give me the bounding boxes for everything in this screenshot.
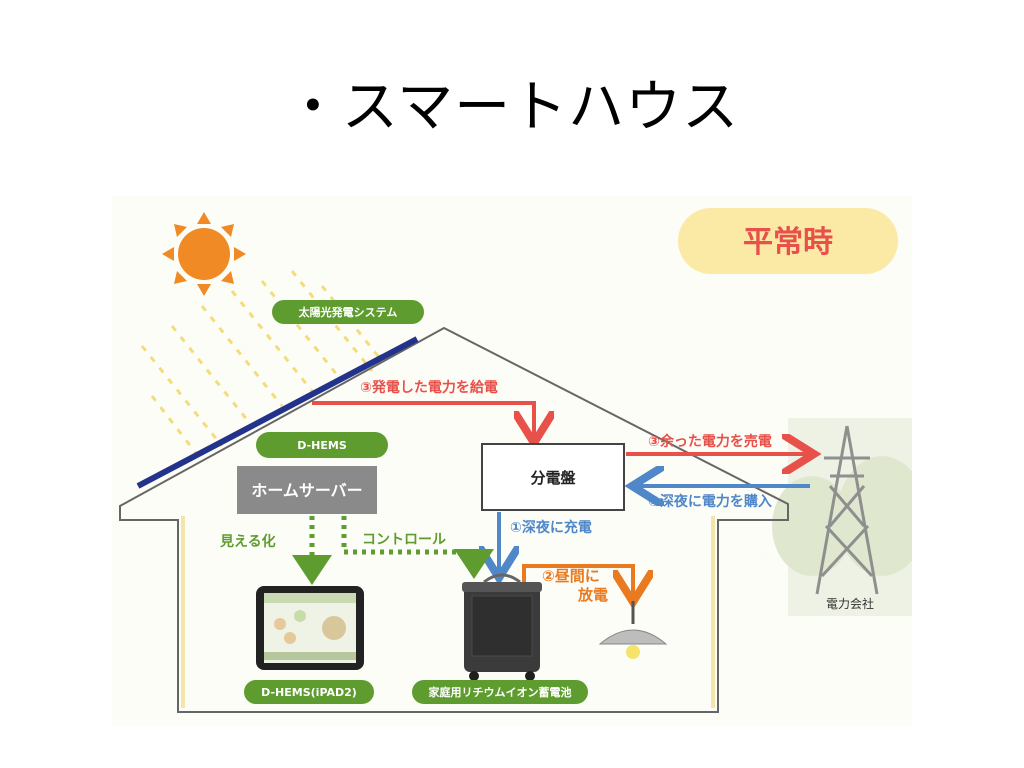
discharge-arrow	[522, 564, 633, 598]
sell-label: ③余った電力を売電	[648, 433, 772, 450]
discharge-label-line2: 放電	[577, 586, 608, 604]
distribution-board-label: 分電盤	[530, 469, 576, 487]
house-walls	[181, 516, 715, 708]
home-server	[237, 466, 377, 514]
house-outline	[119, 326, 789, 713]
ipad-badge	[244, 680, 374, 704]
mode-label: 平常時	[743, 225, 833, 260]
dhems-badge-label: D-HEMS	[297, 439, 347, 452]
visualize-label: 見える化	[219, 533, 276, 550]
battery-badge-label: 家庭用リチウムイオン蓄電池	[429, 685, 572, 699]
hills	[772, 456, 912, 576]
lamp-icon	[598, 601, 668, 659]
discharge-label-line1: ②昼間に	[542, 567, 600, 585]
control-arrow	[341, 516, 494, 579]
buy-label: ①深夜に電力を購入	[648, 493, 772, 510]
distribution-board	[481, 443, 625, 511]
solar-panel	[136, 336, 419, 489]
solar-badge-label: 太陽光発電システム	[298, 305, 398, 319]
battery-icon	[462, 573, 542, 681]
mode-bubble	[678, 208, 898, 274]
home-server-label: ホームサーバー	[251, 481, 362, 500]
charge-label: ①深夜に充電	[510, 519, 592, 536]
sun-icon	[162, 212, 246, 296]
supply-label: ③発電した電力を給電	[360, 379, 498, 396]
transmission-tower-icon	[815, 425, 879, 595]
ipad-badge-label: D-HEMS(iPAD2)	[261, 686, 357, 699]
solar-badge	[272, 300, 424, 324]
utility-label: 電力会社	[826, 596, 874, 611]
smart-house-diagram: 平常時 電力会社 太陽光発電システム ③発電した電力を給電 分電盤 ③余った電力…	[112, 196, 912, 726]
dhems-badge	[256, 432, 388, 458]
tablet-icon	[256, 586, 364, 670]
slide-title: ・スマートハウス	[284, 75, 740, 140]
battery-badge	[412, 680, 588, 704]
diagram-canvas: 平常時 電力会社 太陽光発電システム ③発電した電力を給電 分電盤 ③余った電力…	[119, 208, 912, 713]
sun-rays	[140, 270, 384, 462]
supply-arrow	[312, 401, 534, 439]
control-label: コントロール	[362, 532, 446, 548]
